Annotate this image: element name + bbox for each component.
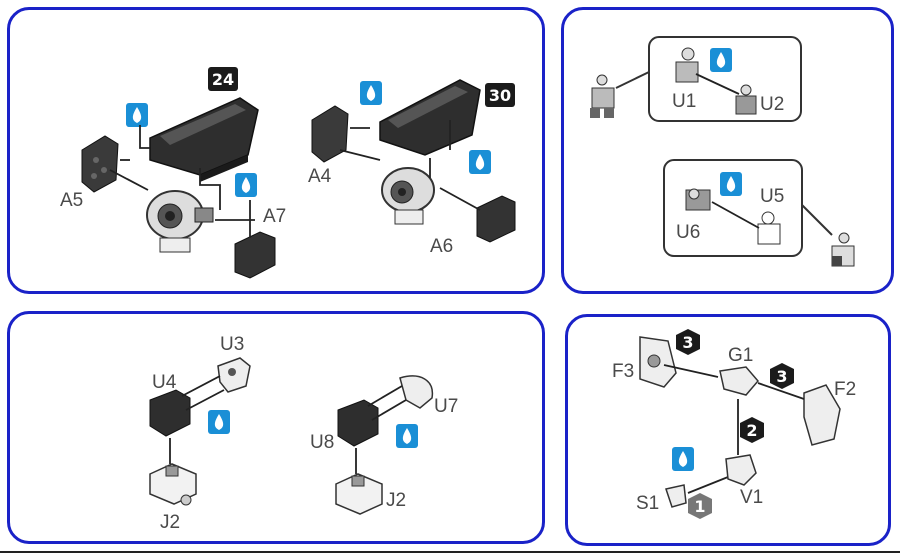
glue-drop-icon (208, 410, 230, 434)
svg-text:30: 30 (489, 86, 511, 105)
label-v1: V1 (740, 487, 763, 508)
glue-drop-icon (360, 81, 382, 105)
wedge-part-right (379, 79, 481, 156)
label-u6: U6 (676, 222, 700, 243)
assembly-diagram-u: U1 U2 U5 U6 (590, 36, 855, 267)
part-u6 (685, 188, 711, 211)
glue-drop-icon (235, 173, 257, 197)
assembly-diagram-j: U3 U4 J2 U7 U8 J2 (149, 334, 458, 533)
label-j2: J2 (386, 490, 406, 511)
page-bottom-divider (0, 551, 900, 553)
arrow (695, 73, 740, 95)
wedge-part-left (149, 97, 259, 182)
part-v1 (725, 454, 757, 486)
part-figure (590, 74, 615, 118)
part-g1 (719, 366, 759, 396)
svg-text:1: 1 (694, 497, 705, 516)
svg-text:2: 2 (746, 421, 757, 440)
label-u5: U5 (760, 186, 784, 207)
order-badge: 1 (688, 493, 712, 519)
panel-bottom-left: U3 U4 J2 U7 U8 J2 (7, 311, 545, 544)
part-figure (831, 232, 855, 267)
assembly-arrows (109, 125, 255, 238)
arrow (711, 201, 760, 229)
part-u8 (337, 399, 379, 447)
order-badge: 3 (676, 329, 700, 355)
label-u4: U4 (152, 372, 177, 393)
label-a7: A7 (263, 206, 286, 227)
glue-drop-icon (469, 150, 491, 174)
part-a7 (234, 231, 276, 279)
label-u7: U7 (434, 396, 458, 417)
part-u1 (675, 47, 699, 83)
label-a6: A6 (430, 236, 453, 257)
label-f3: F3 (612, 361, 634, 382)
part-u7 (399, 375, 434, 409)
label-u2: U2 (760, 94, 784, 115)
step-number-badge: 24 (208, 67, 238, 91)
label-a5: A5 (60, 190, 83, 211)
part-a6 (476, 195, 516, 243)
svg-text:3: 3 (682, 333, 693, 352)
label-u3: U3 (220, 334, 244, 355)
glue-drop-icon (720, 172, 742, 196)
joint-part (146, 190, 214, 253)
glue-drop-icon (710, 48, 732, 72)
part-s1 (665, 484, 687, 508)
assembly-arrows (169, 375, 225, 464)
part-u3 (217, 357, 251, 393)
label-s1: S1 (636, 493, 659, 514)
part-j2 (149, 463, 197, 506)
assembly-arrows (339, 120, 481, 211)
part-j2 (335, 473, 383, 515)
label-f2: F2 (834, 379, 856, 400)
assembly-arrows (355, 385, 407, 474)
label-g1: G1 (728, 345, 753, 366)
part-u5 (757, 211, 781, 245)
glue-drop-icon (396, 424, 418, 448)
assembly-arrows (663, 364, 805, 494)
svg-text:24: 24 (212, 70, 234, 89)
panel-bottom-right: 3 3 2 (565, 314, 891, 546)
glue-drop-icon (126, 103, 148, 127)
panel-top-right: U1 U2 U5 U6 (561, 7, 894, 294)
part-f3 (639, 336, 677, 388)
assembly-diagram-a: 24 (60, 67, 516, 279)
part-a5 (81, 135, 119, 193)
part-f2 (803, 384, 841, 446)
order-badge: 3 (770, 363, 794, 389)
panel-top-left: 24 (7, 7, 545, 294)
part-u4 (149, 389, 191, 437)
glue-drop-icon (672, 447, 694, 471)
assembly-diagram-f: 3 3 2 (612, 329, 856, 519)
svg-text:3: 3 (776, 367, 787, 386)
joint-part (381, 167, 435, 225)
part-u2 (735, 84, 757, 115)
label-u8: U8 (310, 432, 334, 453)
part-a4 (311, 105, 349, 163)
order-badge: 2 (740, 417, 764, 443)
label-a4: A4 (308, 166, 332, 187)
label-u1: U1 (672, 91, 696, 112)
label-j2: J2 (160, 512, 180, 533)
step-number-badge: 30 (485, 83, 515, 107)
